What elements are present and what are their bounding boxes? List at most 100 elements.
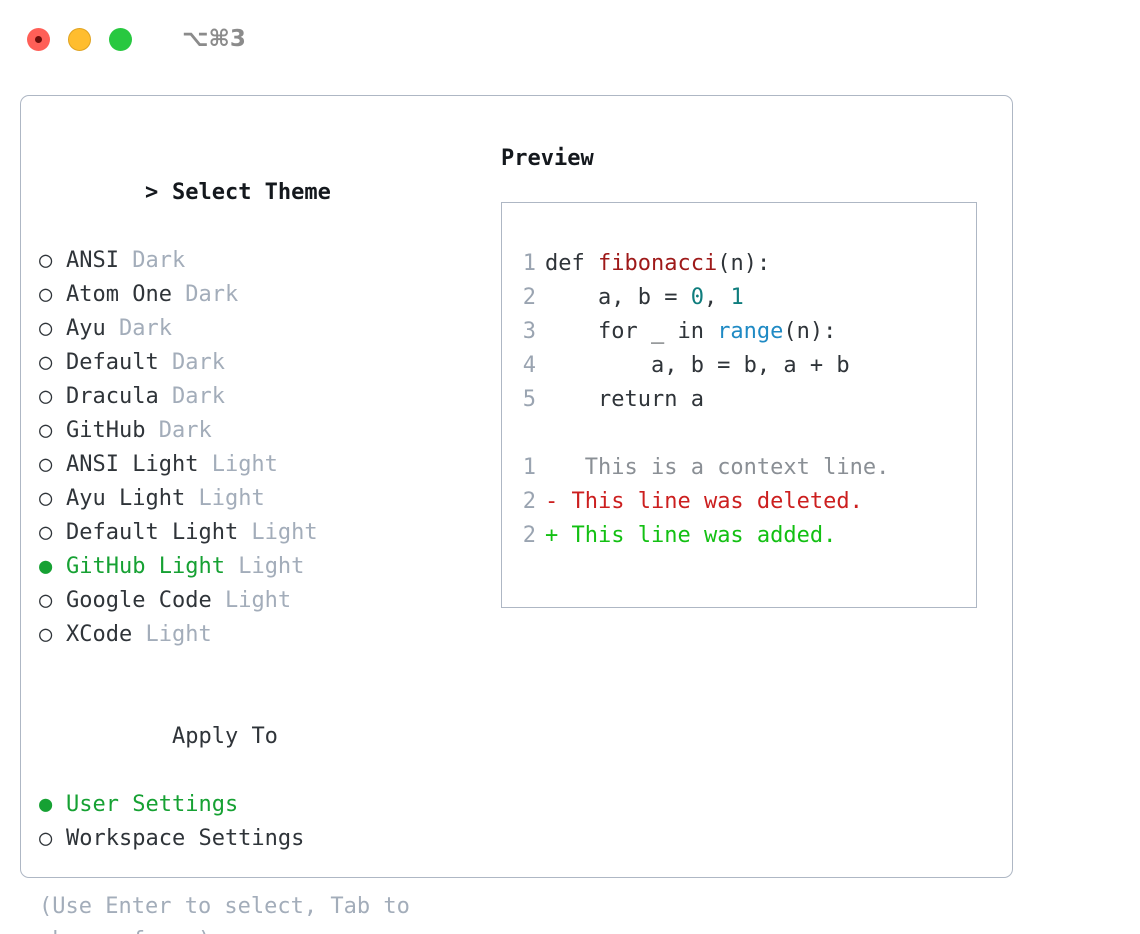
diff-sign: [545, 455, 558, 480]
apply-to-option-label: User Settings: [66, 792, 239, 817]
code-token-plain: a, b =: [545, 285, 691, 310]
code-token-plain: (n):: [717, 251, 771, 276]
radio-unselected-icon: ○: [39, 316, 53, 341]
code-token-plain: a, b = b, a + b: [545, 353, 850, 378]
apply-to-option-user-settings[interactable]: ● User Settings: [39, 788, 479, 822]
diff-line-deleted: 2- This line was deleted.: [514, 485, 976, 519]
prompt-marker-icon: >: [144, 180, 159, 205]
theme-option-category: Light: [238, 520, 318, 545]
theme-option-category: Light: [224, 554, 305, 579]
code-token-plain: for _ in: [545, 319, 718, 344]
title-bar: ⌥⌘3: [0, 0, 1140, 78]
diff-line-number: 2: [522, 489, 536, 514]
select-theme-title: Select Theme: [171, 180, 331, 205]
keyboard-shortcut-label: ⌥⌘3: [182, 26, 246, 52]
theme-option-category: Light: [132, 622, 212, 647]
theme-option-ansi[interactable]: ○ ANSI Dark: [39, 244, 479, 278]
theme-option-category: Dark: [145, 418, 212, 443]
maximize-button[interactable]: [109, 27, 132, 51]
diff-text: This line was deleted.: [558, 489, 863, 514]
theme-option-label: ANSI Light: [66, 452, 199, 477]
diff-line-number: 1: [522, 455, 536, 480]
theme-option-label: Ayu Light: [66, 486, 186, 511]
radio-unselected-icon: ○: [39, 384, 53, 409]
theme-option-label: Atom One: [66, 282, 172, 307]
radio-unselected-icon: ○: [39, 452, 53, 477]
code-token-num: 1: [730, 285, 744, 310]
theme-option-ayu-light[interactable]: ○ Ayu Light Light: [39, 482, 479, 516]
close-button[interactable]: [27, 27, 50, 51]
apply-to-option-workspace-settings[interactable]: ○ Workspace Settings: [39, 822, 479, 856]
theme-option-label: Ayu: [66, 316, 106, 341]
theme-option-category: Dark: [158, 384, 225, 409]
theme-option-label: ANSI: [66, 248, 119, 273]
list-spacer: [39, 652, 479, 686]
radio-unselected-icon: ○: [39, 486, 53, 511]
radio-unselected-icon: ○: [39, 350, 53, 375]
apply-to-title: Apply To: [171, 724, 278, 749]
radio-unselected-icon: ○: [39, 588, 53, 613]
code-diff-spacer: [514, 417, 976, 451]
theme-option-ansi-light[interactable]: ○ANSI Light Light: [39, 448, 479, 482]
apply-to-option-label: Workspace Settings: [66, 826, 305, 851]
code-line-number: 4: [522, 353, 536, 378]
diff-line-number: 2: [522, 523, 536, 548]
radio-unselected-icon: ○: [39, 418, 53, 443]
theme-option-label: Default: [66, 350, 159, 375]
theme-option-label: Dracula: [66, 384, 159, 409]
theme-option-default-light[interactable]: ○Default Light Light: [39, 516, 479, 550]
code-line-number: 5: [522, 387, 536, 412]
theme-option-label: GitHub Light: [66, 554, 225, 579]
theme-option-category: Dark: [158, 350, 225, 375]
theme-option-label: GitHub: [66, 418, 146, 443]
theme-option-github[interactable]: ○ GitHub Dark: [39, 414, 479, 448]
theme-option-label: XCode: [66, 622, 133, 647]
theme-option-category: Light: [185, 486, 265, 511]
code-token-call: range: [717, 319, 784, 344]
theme-option-label: Google Code: [66, 588, 212, 613]
diff-sign: +: [545, 523, 559, 548]
radio-unselected-icon: ○: [39, 622, 53, 647]
theme-option-github-light[interactable]: ● GitHub Light Light: [39, 550, 479, 584]
theme-option-default[interactable]: ○ Default Dark: [39, 346, 479, 380]
diff-text: This is a context line.: [558, 455, 890, 480]
diff-sign: -: [545, 489, 559, 514]
code-token-plain: ,: [703, 285, 731, 310]
main-panel: > Select Theme ○ ANSI Dark ○ Atom One Dark ○ A…: [20, 95, 1013, 934]
theme-option-category: Light: [211, 588, 292, 613]
radio-selected-icon: ●: [39, 792, 53, 817]
theme-option-category: Dark: [105, 316, 172, 341]
select-theme-heading: > Select Theme: [39, 142, 479, 244]
radio-unselected-icon: ○: [39, 826, 53, 851]
diff-sample: 1 This is a context line.2- This line wa…: [514, 451, 976, 553]
radio-unselected-icon: ○: [39, 248, 53, 273]
keyboard-hint-text: (Use Enter to select, Tab to change focu…: [39, 894, 410, 934]
radio-unselected-icon: ○: [39, 282, 53, 307]
code-line-number: 1: [522, 251, 536, 276]
minimize-button[interactable]: [68, 27, 91, 51]
code-token-num: 0: [690, 285, 704, 310]
radio-unselected-icon: ○: [39, 520, 53, 545]
theme-option-ayu[interactable]: ○ Ayu Dark: [39, 312, 479, 346]
theme-list: ○ANSI Dark○Atom One Dark○Ayu Dark○Defaul…: [39, 244, 479, 652]
theme-option-dracula[interactable]: ○ Dracula Dark: [39, 380, 479, 414]
diff-line-context: 1 This is a context line.: [514, 451, 976, 485]
theme-option-atom-one[interactable]: ○ Atom One Dark: [39, 278, 479, 312]
code-token-plain: def: [545, 251, 598, 276]
apply-to-heading: Apply To: [39, 686, 479, 788]
theme-option-xcode[interactable]: ○ XCode Light: [39, 618, 479, 652]
code-line-number: 3: [522, 319, 536, 344]
diff-text: This line was added.: [558, 523, 837, 548]
theme-option-google-code[interactable]: ○ Google Code Light: [39, 584, 479, 618]
radio-selected-icon: ●: [39, 554, 53, 579]
apply-to-list: ● User Settings ○ Workspace Settings: [39, 788, 479, 856]
theme-option-category: Dark: [118, 248, 186, 273]
theme-selector-column: > Select Theme ○ ANSI Dark ○ Atom One Dark ○ A…: [39, 142, 479, 934]
theme-option-category: Dark: [171, 282, 239, 307]
diff-line-added: 2 + This line was added.: [514, 519, 976, 553]
